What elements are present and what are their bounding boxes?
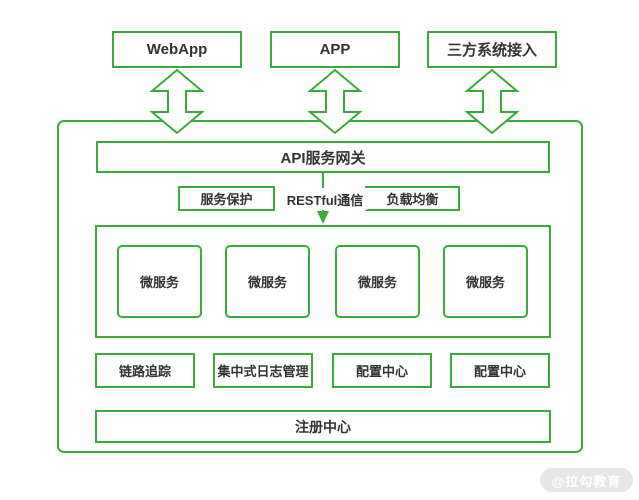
microservice-label: 微服务 [139, 275, 179, 290]
load-balancing-label: 负载均衡 [386, 192, 439, 207]
service-protection-box: 服务保护 [178, 186, 275, 211]
microservice-label: 微服务 [465, 275, 505, 290]
restful-communication-label: RESTful通信 [283, 188, 367, 210]
link-tracing-label: 链路追踪 [118, 364, 171, 379]
webapp-box: WebApp [112, 31, 242, 68]
app-box: APP [270, 31, 400, 68]
registry-center-box: 注册中心 [95, 410, 551, 443]
config-center-box-1: 配置中心 [332, 353, 432, 388]
config-center-box-2: 配置中心 [450, 353, 550, 388]
link-tracing-box: 链路追踪 [95, 353, 195, 388]
webapp-label: WebApp [146, 41, 208, 58]
config-center-label: 配置中心 [355, 364, 408, 379]
registry-center-label: 注册中心 [295, 418, 351, 435]
watermark-badge: @拉勾教育 [540, 468, 633, 492]
app-label: APP [319, 41, 351, 58]
log-management-label: 集中式日志管理 [217, 364, 309, 379]
config-center-label: 配置中心 [473, 364, 526, 379]
microservice-label: 微服务 [247, 275, 287, 290]
third-party-access-box: 三方系统接入 [427, 31, 557, 68]
load-balancing-box: 负载均衡 [365, 186, 460, 211]
log-management-box: 集中式日志管理 [213, 353, 313, 388]
service-protection-label: 服务保护 [200, 192, 253, 207]
third-party-access-label: 三方系统接入 [446, 42, 537, 59]
microservice-label: 微服务 [357, 275, 397, 290]
microservice-box-3: 微服务 [335, 245, 420, 318]
api-gateway-label: API服务网关 [280, 149, 366, 167]
microservice-box-4: 微服务 [443, 245, 528, 318]
microservice-box-1: 微服务 [117, 245, 202, 318]
microservice-box-2: 微服务 [225, 245, 310, 318]
api-gateway-box: API服务网关 [96, 141, 550, 173]
